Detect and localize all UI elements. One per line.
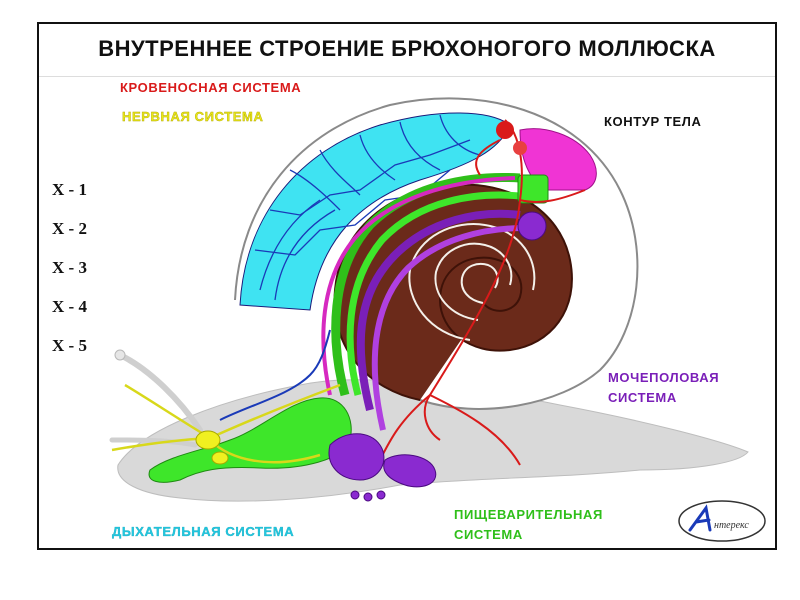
- lung-vessel-network: [254, 114, 481, 301]
- x-item: X - 1: [52, 180, 87, 199]
- label-urogenital-line1: МОЧЕПОЛОВАЯ: [608, 370, 720, 385]
- upper-tentacle: [119, 353, 203, 433]
- urogenital-duct: [356, 209, 521, 411]
- diagram-title: ВНУТРЕННЕЕ СТРОЕНИЕ БРЮХОНОГОГО МОЛЛЮСКА: [98, 36, 716, 61]
- logo-text: нтерекс: [714, 520, 749, 531]
- gonad: [517, 211, 547, 241]
- x-item: X - 5: [52, 336, 87, 355]
- label-digestive-system: ПИЩЕВАРИТЕЛЬНАЯ СИСТЕМА: [454, 505, 603, 545]
- heart-ventricle: [496, 121, 514, 139]
- x-list: X - 1 X - 2 X - 3 X - 4 X - 5: [52, 180, 87, 375]
- nerve-system: [111, 383, 341, 464]
- stomach: [517, 174, 549, 204]
- title-bar: ВНУТРЕННЕЕ СТРОЕНИЕ БРЮХОНОГОГО МОЛЛЮСКА: [39, 24, 775, 77]
- label-blood-system: КРОВЕНОСНАЯ СИСТЕМА: [120, 80, 302, 95]
- publisher-logo: [678, 500, 766, 542]
- x-item: X - 3: [52, 258, 87, 277]
- label-digestive-line2: СИСТЕМА: [454, 527, 523, 542]
- label-urogenital-line2: СИСТЕМА: [608, 390, 677, 405]
- label-body-contour: КОНТУР ТЕЛА: [604, 114, 702, 129]
- label-urogenital-system: МОЧЕПОЛОВАЯ СИСТЕМА: [608, 368, 719, 408]
- nerve-ganglion: [195, 430, 221, 450]
- label-nerve-system: НЕРВНАЯ СИСТЕМА: [122, 109, 264, 124]
- respiratory-vessel: [219, 329, 331, 421]
- label-digestive-line1: ПИЩЕВАРИТЕЛЬНАЯ: [454, 507, 603, 522]
- reproductive-organs: [328, 433, 437, 502]
- x-item: X - 2: [52, 219, 87, 238]
- label-respiratory-system: ДЫХАТЕЛЬНАЯ СИСТЕМА: [112, 524, 295, 539]
- x-item: X - 4: [52, 297, 87, 316]
- lower-tentacle: [109, 437, 198, 448]
